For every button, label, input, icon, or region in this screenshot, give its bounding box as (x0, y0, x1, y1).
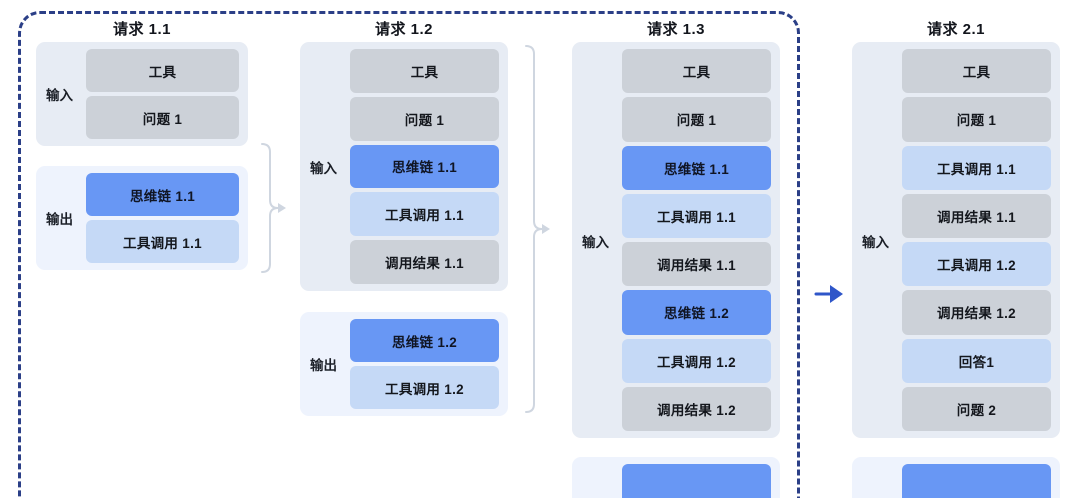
cell-question-2[interactable]: 问题 2 (902, 386, 1051, 431)
cell-callresult-1-1[interactable]: 调用结果 1.1 (350, 240, 499, 284)
group-input-req-2-1: 输入 工具 问题 1 工具调用 1.1 调用结果 1.1 工具调用 1.2 调用… (852, 42, 1060, 438)
cell-callresult-1-2[interactable]: 调用结果 1.2 (902, 290, 1051, 335)
column-req-1-1: 请求 1.1 输入 工具 问题 1 输出 思维链 1.1 工具调用 1.1 (36, 0, 248, 498)
column-req-1-3: 请求 1.3 输入 工具 问题 1 思维链 1.1 工具调用 1.1 调用结果 … (572, 0, 780, 498)
connector-brace-req-1-1-to-req-1-2 (258, 140, 292, 276)
connector-arrow-req-1-3-to-req-2-1 (812, 280, 846, 308)
cell-toolcall-1-1[interactable]: 工具调用 1.1 (350, 192, 499, 237)
group-label-input-req-1-2: 输入 (310, 161, 337, 176)
cell-question-1[interactable]: 问题 1 (622, 97, 771, 142)
cell-tool[interactable]: 工具 (86, 49, 239, 92)
group-output-req-2-1: 思维链 2.1 (852, 457, 1060, 498)
cells-output-req-2-1: 思维链 2.1 (902, 464, 1051, 498)
cells-input-req-1-3: 工具 问题 1 思维链 1.1 工具调用 1.1 调用结果 1.1 思维链 1.… (622, 49, 771, 431)
cell-callresult-1-2[interactable]: 调用结果 1.2 (622, 386, 771, 431)
column-title-req-1-2: 请求 1.2 (374, 21, 434, 38)
group-output-req-1-3: 思维链 1.3 (572, 457, 780, 498)
cells-input-req-2-1: 工具 问题 1 工具调用 1.1 调用结果 1.1 工具调用 1.2 调用结果 … (902, 49, 1051, 431)
cell-cot-1-2[interactable]: 思维链 1.2 (622, 290, 771, 335)
cell-callresult-1-1[interactable]: 调用结果 1.1 (622, 242, 771, 287)
group-label-input-req-1-1: 输入 (46, 88, 73, 103)
group-input-req-1-1: 输入 工具 问题 1 (36, 42, 248, 146)
column-title-req-1-1: 请求 1.1 (112, 21, 172, 38)
cells-input-req-1-1: 工具 问题 1 (86, 49, 239, 139)
cell-question-1[interactable]: 问题 1 (86, 96, 239, 139)
group-label-output-req-1-2: 输出 (310, 358, 337, 373)
cells-output-req-1-1: 思维链 1.1 工具调用 1.1 (86, 173, 239, 263)
cell-toolcall-1-2[interactable]: 工具调用 1.2 (902, 242, 1051, 287)
column-title-req-1-3: 请求 1.3 (646, 21, 706, 38)
cell-toolcall-1-2[interactable]: 工具调用 1.2 (350, 366, 499, 409)
group-label-output-req-1-1: 输出 (46, 212, 73, 227)
cell-cot-1-1[interactable]: 思维链 1.1 (86, 173, 239, 216)
cell-tool[interactable]: 工具 (622, 49, 771, 94)
cells-output-req-1-2: 思维链 1.2 工具调用 1.2 (350, 319, 499, 409)
connector-brace-req-1-2-to-req-1-3 (522, 42, 556, 416)
cell-question-1[interactable]: 问题 1 (902, 97, 1051, 142)
cell-cot-1-1[interactable]: 思维链 1.1 (350, 144, 499, 189)
group-label-input-req-1-3: 输入 (582, 235, 609, 250)
cell-toolcall-1-1[interactable]: 工具调用 1.1 (622, 193, 771, 238)
cells-input-req-1-2: 工具 问题 1 思维链 1.1 工具调用 1.1 调用结果 1.1 (350, 49, 499, 284)
column-title-req-2-1: 请求 2.1 (926, 21, 986, 38)
group-input-req-1-3: 输入 工具 问题 1 思维链 1.1 工具调用 1.1 调用结果 1.1 思维链… (572, 42, 780, 438)
cell-answer-1[interactable]: 回答1 (902, 338, 1051, 383)
cell-tool[interactable]: 工具 (902, 49, 1051, 94)
group-output-req-1-2: 输出 思维链 1.2 工具调用 1.2 (300, 312, 508, 416)
cell-tool[interactable]: 工具 (350, 49, 499, 93)
group-input-req-1-2: 输入 工具 问题 1 思维链 1.1 工具调用 1.1 调用结果 1.1 (300, 42, 508, 291)
cell-callresult-1-1[interactable]: 调用结果 1.1 (902, 193, 1051, 238)
cell-cot-2-1[interactable]: 思维链 2.1 (902, 464, 1051, 498)
cell-toolcall-1-1[interactable]: 工具调用 1.1 (902, 145, 1051, 190)
group-label-input-req-2-1: 输入 (862, 235, 889, 250)
column-req-2-1: 请求 2.1 输入 工具 问题 1 工具调用 1.1 调用结果 1.1 工具调用… (852, 0, 1060, 498)
cell-question-1[interactable]: 问题 1 (350, 96, 499, 141)
cell-cot-1-3[interactable]: 思维链 1.3 (622, 464, 771, 498)
cell-toolcall-1-1[interactable]: 工具调用 1.1 (86, 220, 239, 263)
column-req-1-2: 请求 1.2 输入 工具 问题 1 思维链 1.1 工具调用 1.1 调用结果 … (300, 0, 508, 498)
cell-cot-1-1[interactable]: 思维链 1.1 (622, 145, 771, 190)
cell-toolcall-1-2[interactable]: 工具调用 1.2 (622, 338, 771, 383)
cell-cot-1-2[interactable]: 思维链 1.2 (350, 319, 499, 362)
group-output-req-1-1: 输出 思维链 1.1 工具调用 1.1 (36, 166, 248, 270)
cells-output-req-1-3: 思维链 1.3 (622, 464, 771, 498)
